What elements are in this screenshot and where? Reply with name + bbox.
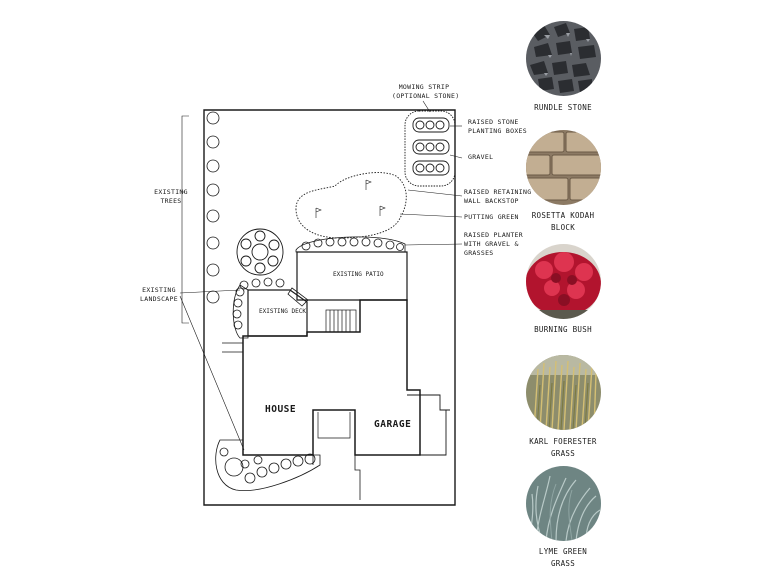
label-existing-deck: Existing Deck	[259, 308, 306, 315]
rundle-stone-caption: Rundle Stone	[493, 102, 633, 114]
callout-line: With Gravel &	[464, 240, 519, 248]
caption-line: Grass	[550, 559, 576, 568]
callout-existing-landscape: Existing Landscape	[136, 286, 182, 304]
property-boundary	[203, 109, 456, 506]
callout-line: Raised Stone	[468, 118, 519, 126]
callout-line: Landscape	[140, 295, 178, 303]
label-existing-patio: Existing Patio	[333, 271, 384, 278]
caption-line: Rosetta Kodah	[531, 211, 595, 220]
existing-landscape-bed	[232, 277, 285, 339]
karl-foerester-grass-caption: Karl Foerester Grass	[493, 436, 633, 460]
lyme-green-grass-swatch	[526, 466, 601, 541]
caption-line: Burning Bush	[534, 325, 592, 334]
karl-foerester-grass-swatch	[526, 355, 601, 430]
callout-line: Raised Planter	[464, 231, 523, 239]
callout-line: Existing	[142, 286, 176, 294]
rundle-stone-swatch	[526, 21, 601, 96]
existing-tree-row	[206, 111, 220, 304]
raised-planter-gravel-grasses	[295, 236, 406, 253]
callout-gravel: Gravel	[468, 153, 494, 161]
callout-line: Grasses	[464, 249, 494, 257]
label-garage: Garage	[374, 419, 412, 430]
rosetta-block-caption: Rosetta Kodah Block	[493, 210, 633, 234]
putting-green	[295, 172, 407, 239]
callout-line: Mowing Strip	[398, 83, 450, 91]
caption-line: Grass	[550, 449, 576, 458]
callout-stone-boxes: Raised Stone Planting Boxes	[468, 118, 527, 136]
caption-line: Karl Foerester	[529, 437, 597, 446]
callout-line: Planting Boxes	[468, 127, 527, 135]
callout-line: Trees	[160, 197, 182, 205]
burning-bush-caption: Burning Bush	[493, 324, 633, 336]
putting-green-flags	[315, 179, 386, 218]
callout-line: Raised Retaining	[464, 188, 532, 196]
callout-retaining-wall: Raised Retaining Wall Backstop	[464, 188, 531, 206]
callout-line: (Optional Stone)	[392, 92, 460, 100]
burning-bush-swatch	[526, 244, 601, 319]
callout-line: Wall Backstop	[464, 197, 519, 205]
raised-stone-planting-boxes	[404, 110, 456, 187]
callout-line: Existing	[154, 188, 188, 196]
caption-line: Rundle Stone	[534, 103, 592, 112]
callout-putting-green: Putting Green	[464, 213, 519, 221]
deck-stairs	[325, 309, 357, 333]
caption-line: Block	[550, 223, 576, 232]
callout-raised-planter: Raised Planter With Gravel & Grasses	[464, 231, 523, 258]
caption-line: Lyme Green	[538, 547, 588, 556]
rosetta-block-swatch	[526, 130, 601, 205]
circular-planter	[236, 228, 284, 276]
callout-mowing-strip: Mowing Strip (Optional Stone)	[392, 83, 460, 101]
lower-landscape-bed	[215, 439, 321, 492]
callout-leaders	[179, 100, 463, 451]
house-footprint	[242, 299, 421, 456]
label-house: House	[265, 404, 297, 415]
lyme-green-grass-caption: Lyme Green Grass	[493, 546, 633, 570]
callout-existing-trees: Existing Trees	[150, 188, 192, 206]
